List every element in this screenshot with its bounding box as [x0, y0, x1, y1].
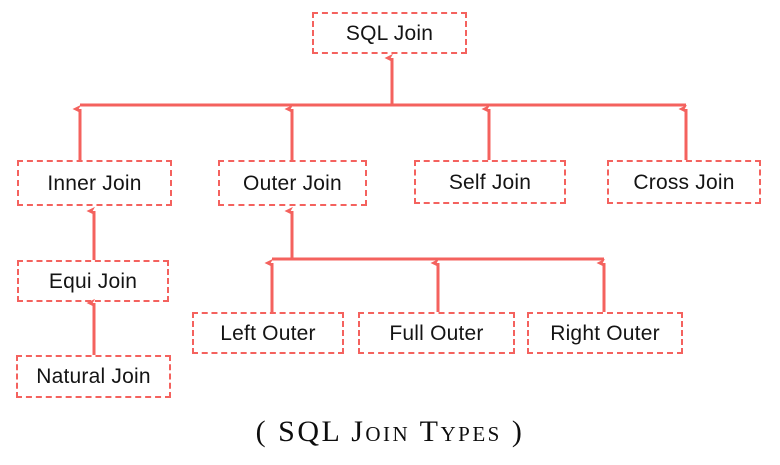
node-outer-join[interactable]: Outer Join — [218, 160, 367, 206]
diagram-caption: ( SQL Join Types ) — [255, 415, 525, 448]
node-right-outer[interactable]: Right Outer — [527, 312, 683, 354]
node-inner-join-label: Inner Join — [47, 171, 142, 195]
node-equi-join[interactable]: Equi Join — [17, 260, 169, 302]
node-cross-join[interactable]: Cross Join — [607, 160, 761, 204]
node-self-join-label: Self Join — [448, 170, 532, 194]
node-sql-join[interactable]: SQL Join — [312, 12, 467, 54]
node-right-outer-label: Right Outer — [550, 321, 660, 345]
node-self-join[interactable]: Self Join — [414, 160, 566, 204]
node-sql-join-label: SQL Join — [345, 21, 434, 45]
node-equi-join-label: Equi Join — [48, 269, 138, 293]
node-left-outer-label: Left Outer — [220, 321, 316, 345]
node-full-outer-label: Full Outer — [389, 321, 484, 345]
node-left-outer[interactable]: Left Outer — [192, 312, 344, 354]
node-natural-join-label: Natural Join — [36, 365, 151, 388]
node-natural-join[interactable]: Natural Join — [16, 355, 171, 398]
node-full-outer[interactable]: Full Outer — [358, 312, 515, 354]
node-inner-join[interactable]: Inner Join — [17, 160, 172, 206]
node-outer-join-label: Outer Join — [243, 171, 342, 195]
node-cross-join-label: Cross Join — [633, 170, 735, 194]
